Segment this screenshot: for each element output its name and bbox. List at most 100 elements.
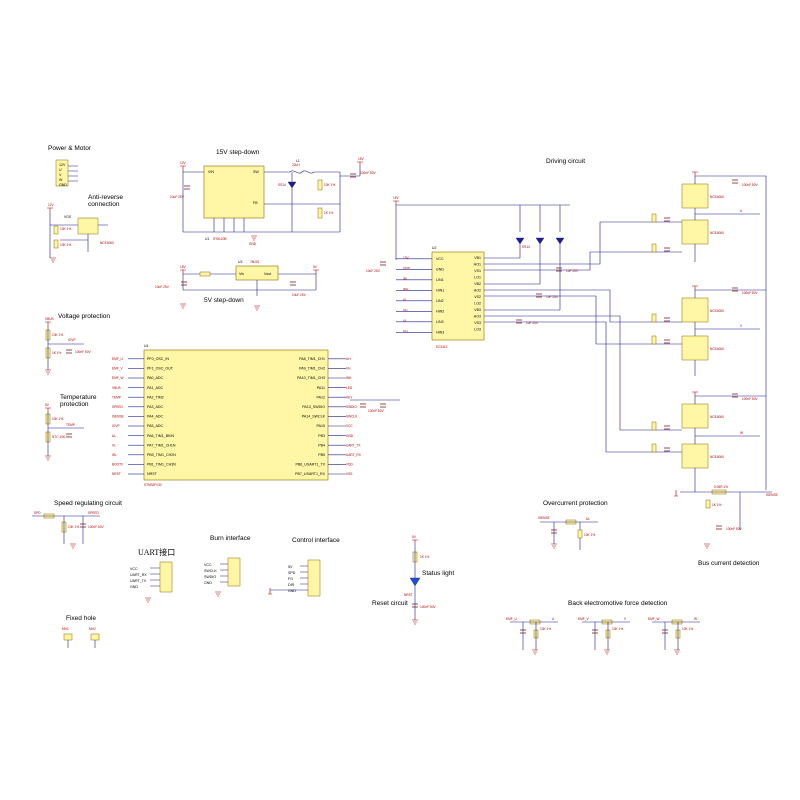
sense-res [705,499,711,509]
ldo-cout [290,281,296,286]
gnd-symbol-reset [412,619,418,625]
mosfet-v-high [681,297,709,323]
mcu-left-net-7: ISENSE [112,415,124,419]
driver-right-pin-7: VS2 [474,295,481,299]
mcu-right-pin-10: PB4 [318,443,325,447]
mcu-left-pin-2: PF1_OSC_OUT [147,367,174,371]
mcu-left-net-9: UL [112,434,116,438]
mcu-right-pin-5: PA12 [316,395,325,399]
pwr-15v-out [357,161,363,166]
reset-net: NRST [404,593,413,597]
emf-u-phase: U [552,617,555,621]
uart-title: UART接口 [138,547,175,557]
mcu-right-pin-2: PA9_TIM1_CH2 [299,367,325,371]
bootstrap-diode-3 [555,237,565,245]
mcu-right-pin-9: PB3 [318,434,325,438]
gnd-symbol-ldo [254,305,260,311]
fet-uh-part: NCE4060 [710,195,724,199]
driver-pwr-net: 15V [393,196,400,200]
step15-title: 15V step-down [216,149,260,156]
fb-resistor-bot [317,207,323,219]
control-pin-4: DIR [288,583,295,587]
gnd-symbol-sense [704,543,710,549]
ldo-cout-value: 10uF 25V [292,293,307,297]
speed-cap-value: 100nF 50V [88,525,104,529]
speed-net-in: SPD [34,511,41,515]
mcu-left-net-2: EMF_V [112,367,124,371]
driver-right-pin-3: VS1 [474,269,481,273]
net-vbus-label: VBUS [45,317,54,321]
fixed-hole-block: Fixed hole MH1 MH2 [62,615,100,648]
driver-supply-wires [395,204,570,260]
ovp-wires [47,326,84,370]
pwr-5v-temp [45,407,51,412]
mcu-left-nets: EMF_UEMF_VEMF_WVBUSTEMPSPEEDISENSEIOVPUL… [112,357,124,476]
motor-pin-2: U [59,168,62,172]
mcu-right-net-10: UART_TX [346,443,361,447]
led-res-value: 1K 1% [420,555,430,559]
driver-right-pin-5: VB2 [474,282,481,286]
reset-title: Reset circuit [372,600,408,607]
bootstrap-diode-value: SS14 [522,245,530,249]
shunt-value: 0.05R 1% [714,485,728,489]
mcu-right-net-1: UH [346,357,351,361]
ldo-pin-vin: Vin [239,272,244,276]
driver-right-pin-4: LO1 [474,276,481,280]
mcu-left-net-5: TEMP [112,395,121,399]
mcu-right-pin-13: PB7_USART1_RX [295,472,325,476]
ovp-cap [66,349,72,354]
mcu-left-net-10: VL [112,443,116,447]
mcu-right-pin-7: PA14_SWCLK [302,415,326,419]
anti-reverse-title-2: connection [88,201,120,208]
pwr-5v-out [313,269,319,274]
r1-value: 10K 1% [60,227,71,231]
driving-circuit-block: Driving circuit 15V SS14 U2 EG3112 VCCGN… [366,158,767,490]
cout-cap [350,173,356,178]
driver-left-pin-5: LIN2 [436,299,444,303]
status-led [409,577,421,587]
inductor-value: 22uH [292,163,300,167]
control-pin-5: GND [288,589,296,593]
emf-u-label: EMF_U [506,617,518,621]
uart-pin-4: GND [130,585,138,589]
diode-value: SS14 [278,183,286,187]
uart-wires [150,567,160,587]
mcu-right-net-2: VH [346,367,351,371]
pwr-12v-symbol [47,207,53,212]
control-pin-3: FG [288,577,293,581]
driver-right-pin-12: LO3 [474,328,481,332]
uart-connector [159,561,173,593]
gate-res-wh [651,421,657,431]
bootstrap-diode-1 [515,237,525,245]
uart-block: UART接口 VCC UART_RX UART_TX GND [130,547,175,603]
fet-vh-part: NCE4060 [710,309,724,313]
mcu-left-pin-7: PA4_ADC [147,415,164,419]
bus-current-block: 0.05R 1% 1K 1% 100nF 50V ISENSE Bus curr… [674,484,778,567]
control-connector [307,559,321,597]
driver-left-pin-1: VCC [436,257,444,261]
mcu-left-net-13: NRST [112,472,121,476]
voltage-protection-block: Voltage protection VBUS 10K 1% 1K 1% 100… [45,313,110,375]
uart-pin-3: UART_TX [130,579,147,583]
mcu-right-pins: PA8_TIM1_CH1PA9_TIM1_CH2PA10_TIM1_CH3PA1… [295,357,346,476]
motor-pin-3: V [59,173,62,177]
mosfet-part-label: NCE4060 [100,241,114,245]
pwr-15v-driver [393,200,399,205]
mosfet-reverse [77,217,99,235]
emf-channel-u: EMF_U U [506,617,558,655]
ldo-cin-value: 10uF 25V [155,285,170,289]
emf-res-value-v: 10K 1% [612,627,623,631]
oc-net-out: UL [586,517,590,521]
gate-res-uh [651,213,657,223]
uart-pin-2: UART_RX [130,573,147,577]
bootstrap-cap-2 [536,293,542,298]
status-light-title: Status light [422,570,454,577]
driver-left-pin-3: LIN1 [436,278,444,282]
motor-pin-5: GND [59,183,67,187]
voltage-protection-title: Voltage protection [58,313,110,320]
ldo-part: 78L05 [250,260,259,264]
resistor-r1 [53,225,59,235]
